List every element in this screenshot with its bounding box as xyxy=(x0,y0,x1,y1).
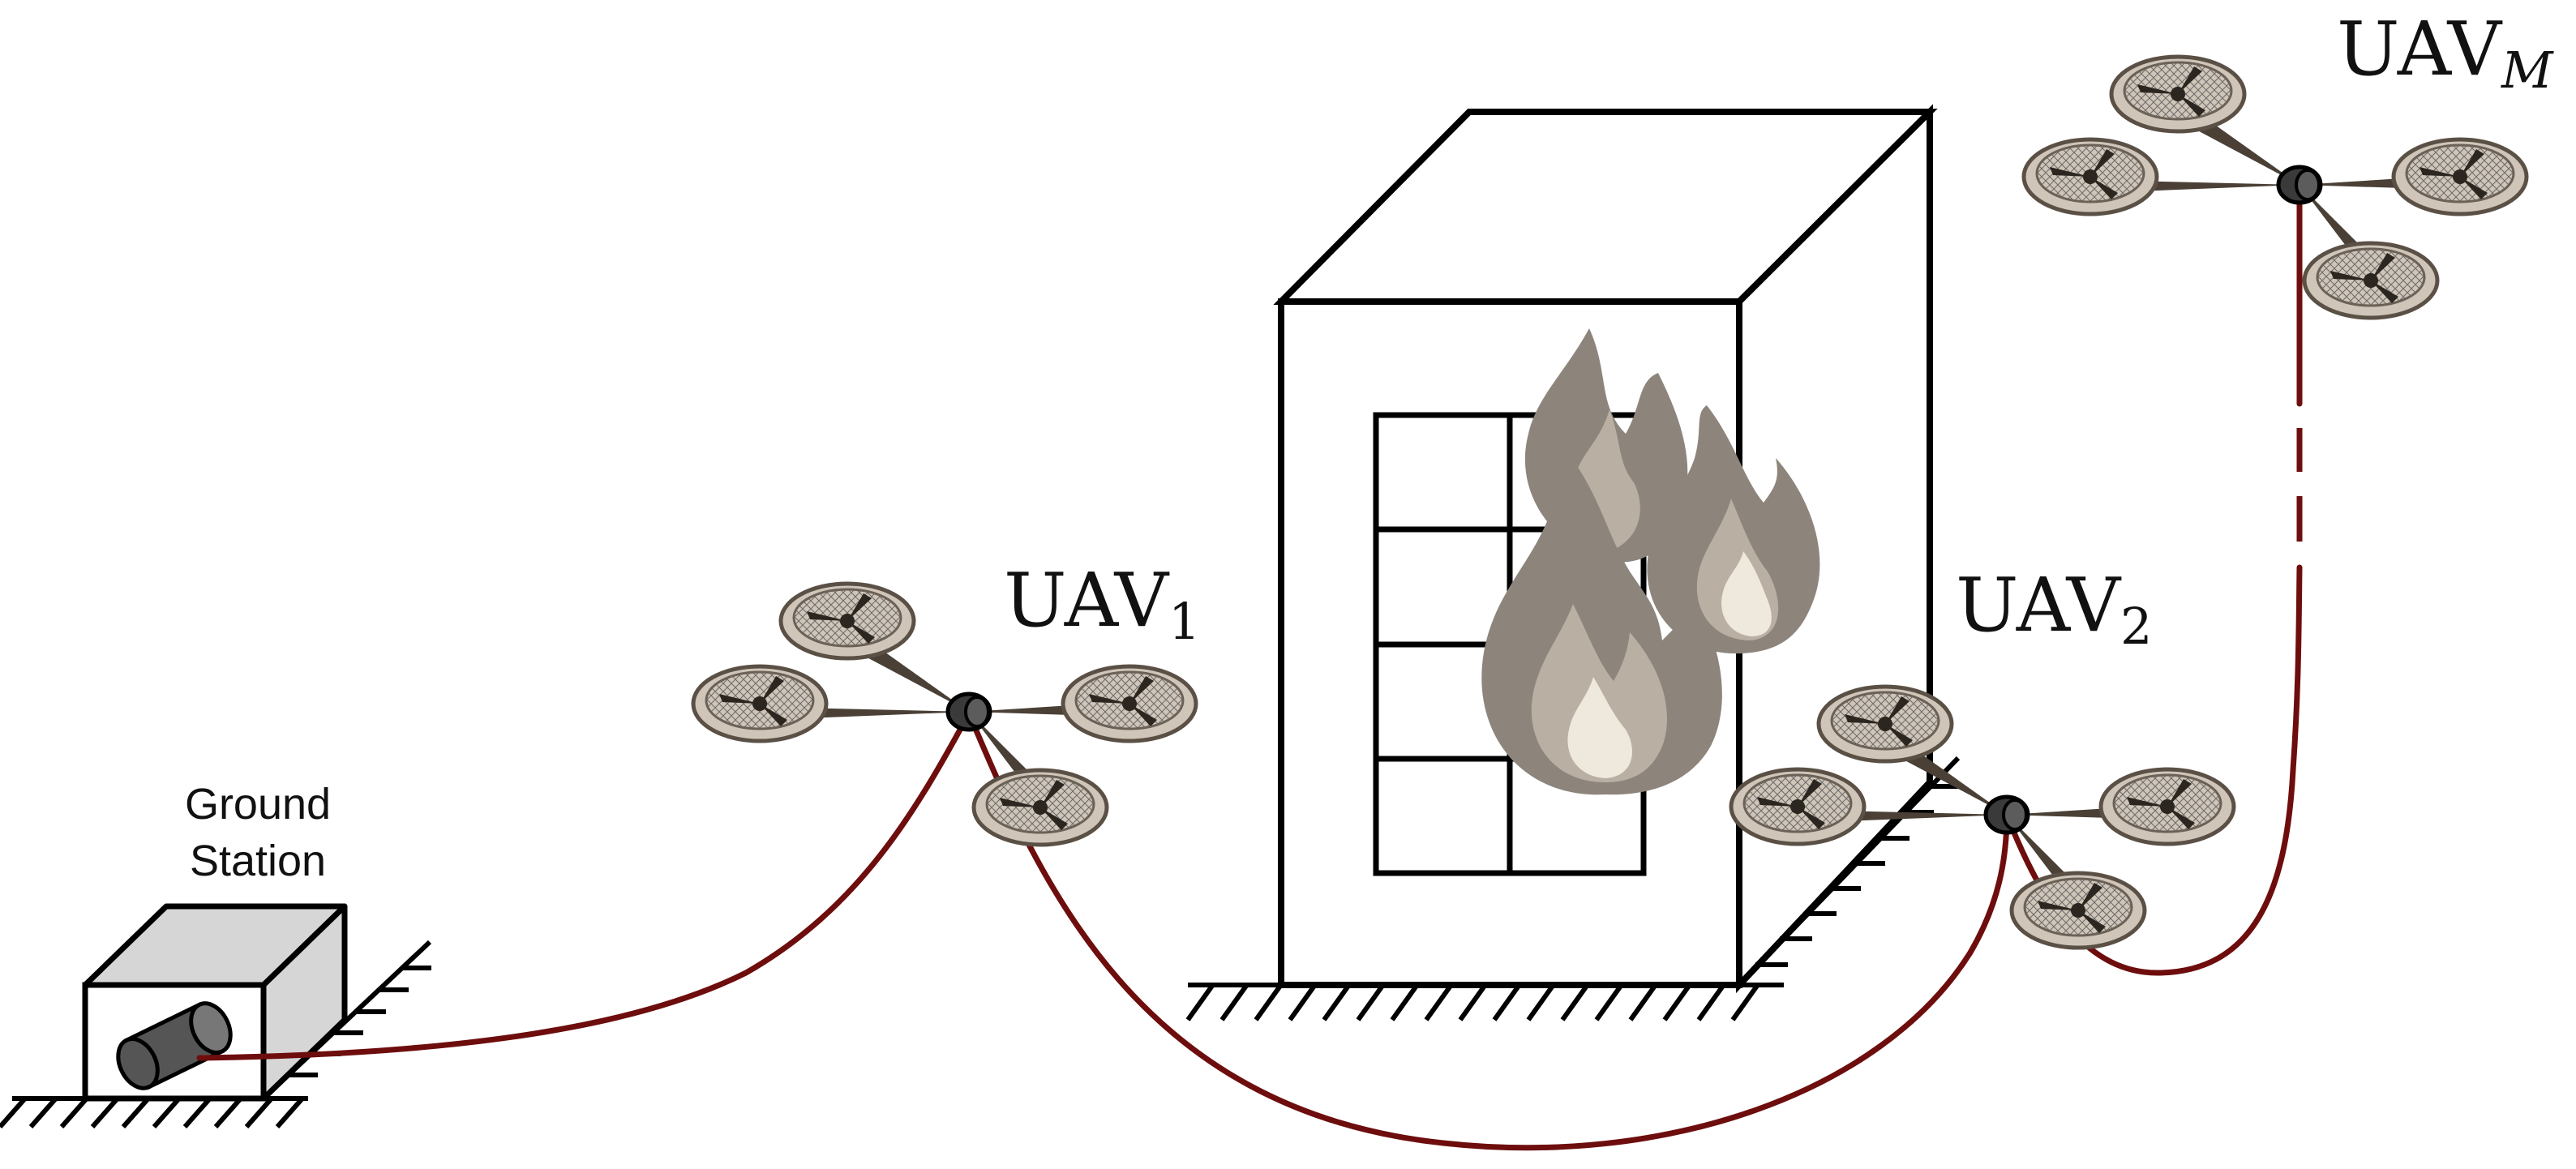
fire-icon xyxy=(1481,328,1820,795)
uav-label-1: UAV1 xyxy=(1004,557,1200,651)
ground-station-icon xyxy=(82,903,348,1102)
ground-station-label-line2: Station xyxy=(190,837,326,885)
building-ground-hatching xyxy=(1185,756,1961,1021)
ground-station-label-line1: Ground xyxy=(185,780,331,829)
uav-label-m: UAVM xyxy=(2337,6,2554,100)
uav-label-2: UAV2 xyxy=(1956,562,2152,656)
tether-cables xyxy=(196,185,2303,1151)
quadcopter-icon xyxy=(2024,57,2527,318)
